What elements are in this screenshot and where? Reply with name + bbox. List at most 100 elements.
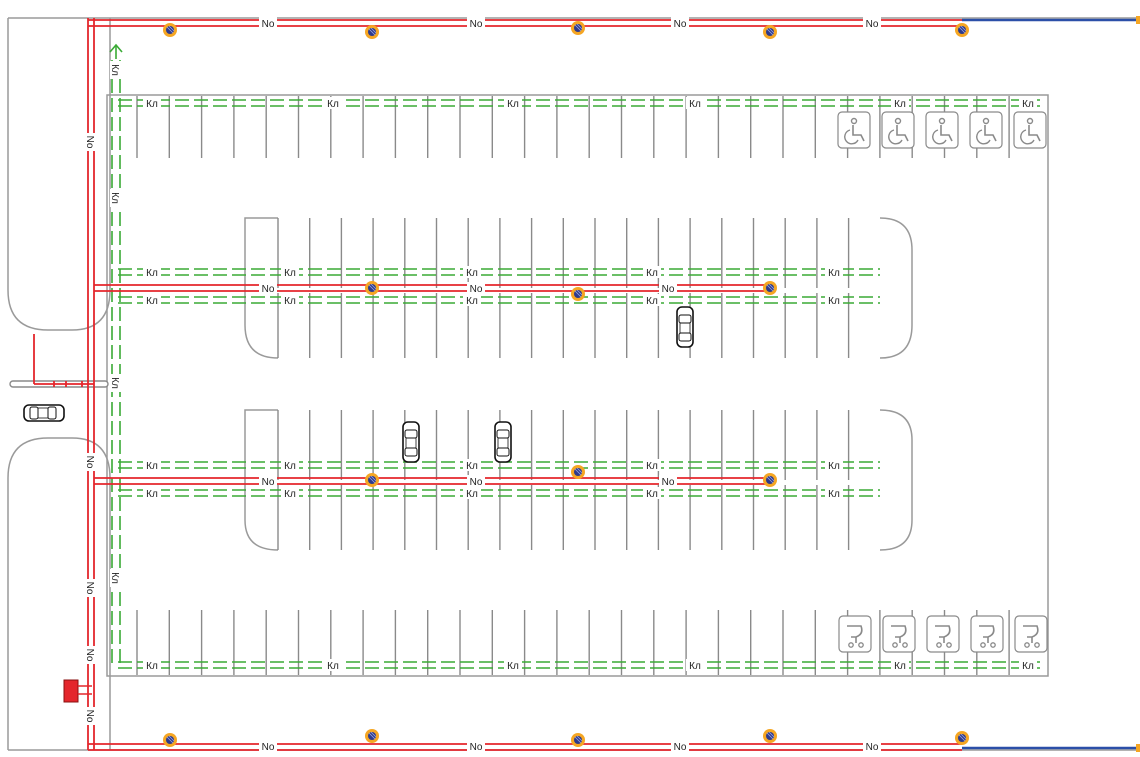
- green-cable-label: Кл: [143, 97, 161, 110]
- svg-text:Кл: Кл: [646, 268, 658, 279]
- red-cable-label: No: [863, 740, 881, 753]
- red-cable-label: No: [84, 707, 97, 725]
- svg-text:Кл: Кл: [146, 296, 158, 307]
- car-icon: [23, 404, 65, 422]
- svg-text:No: No: [470, 477, 483, 488]
- green-cable-label: Кл: [324, 97, 342, 110]
- red-cable-label: No: [659, 475, 677, 488]
- green-cable-label: Кл: [324, 659, 342, 672]
- camera-icon: [570, 464, 586, 480]
- stroller-icon: [882, 615, 916, 653]
- camera-icon: [954, 730, 970, 746]
- stroller-spots: [838, 615, 1048, 653]
- camera-icon: [954, 22, 970, 38]
- green-cable-label: Кл: [825, 266, 843, 279]
- car-icon: [402, 421, 420, 463]
- green-cable-label: Кл: [1019, 659, 1037, 672]
- svg-text:No: No: [662, 284, 675, 295]
- svg-text:Кл: Кл: [507, 99, 519, 110]
- green-cable-label: Кл: [463, 266, 481, 279]
- svg-text:Кл: Кл: [507, 661, 519, 672]
- svg-text:No: No: [674, 19, 687, 30]
- green-cable-label: Кл: [143, 659, 161, 672]
- svg-text:No: No: [262, 477, 275, 488]
- green-cable-label: Кл: [109, 569, 122, 587]
- svg-text:Кл: Кл: [109, 64, 120, 76]
- svg-text:No: No: [262, 19, 275, 30]
- green-cable-network: [109, 43, 1040, 669]
- svg-text:Кл: Кл: [828, 268, 840, 279]
- camera-icon: [570, 732, 586, 748]
- svg-text:Кл: Кл: [689, 99, 701, 110]
- svg-text:Кл: Кл: [689, 661, 701, 672]
- green-cable-label: Кл: [463, 487, 481, 500]
- cars: [23, 306, 694, 463]
- green-cable-label: Кл: [143, 487, 161, 500]
- green-cable-label: Кл: [281, 487, 299, 500]
- red-cable-label: No: [259, 475, 277, 488]
- svg-text:Кл: Кл: [466, 296, 478, 307]
- end-markers: [1136, 16, 1140, 752]
- camera-icon: [762, 24, 778, 40]
- red-cable-label: No: [671, 740, 689, 753]
- stroller-icon: [926, 615, 960, 653]
- svg-text:No: No: [470, 284, 483, 295]
- green-cable-label: Кл: [143, 294, 161, 307]
- green-cable-label: Кл: [281, 294, 299, 307]
- svg-text:No: No: [262, 742, 275, 753]
- svg-text:Кл: Кл: [284, 461, 296, 472]
- green-cable-label: Кл: [643, 459, 661, 472]
- svg-text:Кл: Кл: [146, 489, 158, 500]
- green-cable-label: Кл: [1019, 97, 1037, 110]
- svg-text:Кл: Кл: [109, 377, 120, 389]
- green-cable-label: Кл: [825, 459, 843, 472]
- car-icon: [676, 306, 694, 348]
- green-cable-label: Кл: [143, 266, 161, 279]
- green-cable-label: Кл: [686, 659, 704, 672]
- svg-text:Кл: Кл: [327, 661, 339, 672]
- red-cable-label: No: [259, 740, 277, 753]
- red-cable-label: No: [84, 453, 97, 471]
- green-cable-label: Кл: [891, 97, 909, 110]
- svg-text:Кл: Кл: [646, 296, 658, 307]
- arrow-icon: [109, 43, 123, 53]
- green-cable-label: Кл: [825, 294, 843, 307]
- green-cable-label: Кл: [109, 61, 122, 79]
- camera-icon: [364, 472, 380, 488]
- red-cable-label: No: [467, 740, 485, 753]
- green-cable-label: Кл: [643, 266, 661, 279]
- stroller-icon: [970, 615, 1004, 653]
- svg-text:Кл: Кл: [894, 99, 906, 110]
- svg-text:Кл: Кл: [146, 661, 158, 672]
- camera-icon: [364, 280, 380, 296]
- red-cable-label: No: [84, 133, 97, 151]
- green-cable-label: Кл: [463, 459, 481, 472]
- parking-stalls: [136, 96, 1010, 675]
- svg-text:Кл: Кл: [1022, 99, 1034, 110]
- red-cable-label: No: [259, 282, 277, 295]
- green-cable-label: Кл: [643, 487, 661, 500]
- green-cable-label: Кл: [143, 459, 161, 472]
- svg-text:Кл: Кл: [284, 296, 296, 307]
- svg-text:Кл: Кл: [284, 489, 296, 500]
- svg-text:No: No: [84, 136, 95, 149]
- svg-text:Кл: Кл: [146, 461, 158, 472]
- svg-text:Кл: Кл: [894, 661, 906, 672]
- svg-text:No: No: [470, 19, 483, 30]
- accessible-spots: [837, 111, 1047, 149]
- stroller-icon: [838, 615, 872, 653]
- svg-text:Кл: Кл: [327, 99, 339, 110]
- svg-text:Кл: Кл: [828, 489, 840, 500]
- green-cable-label: Кл: [504, 97, 522, 110]
- svg-text:Кл: Кл: [466, 461, 478, 472]
- camera-icon: [762, 728, 778, 744]
- green-cable-label: Кл: [463, 294, 481, 307]
- red-cable-label: No: [467, 17, 485, 30]
- svg-text:Кл: Кл: [146, 268, 158, 279]
- svg-text:Кл: Кл: [146, 99, 158, 110]
- green-cable-label: Кл: [109, 189, 122, 207]
- blue-cable-network: [962, 18, 1140, 750]
- green-cable-label: Кл: [109, 374, 122, 392]
